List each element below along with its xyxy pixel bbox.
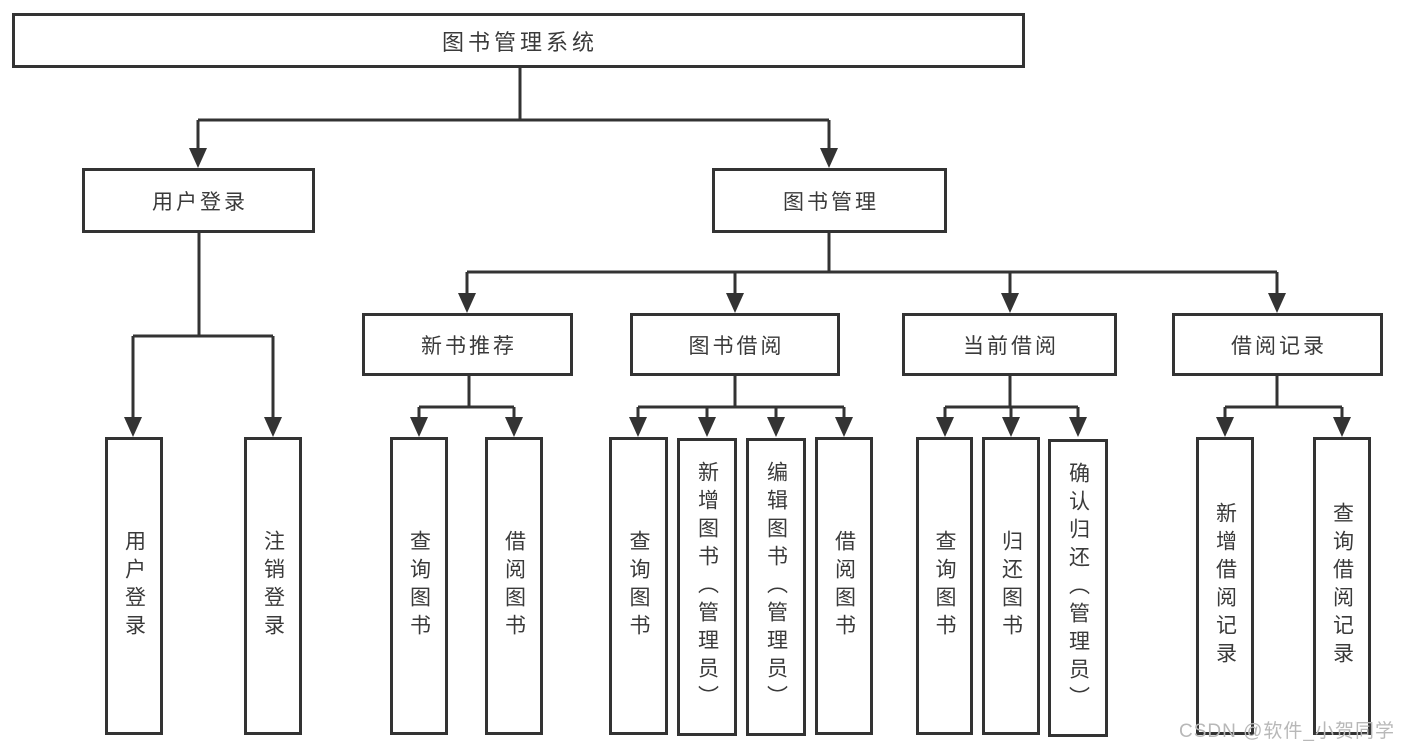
node-borrow-records: 借阅记录 [1172, 313, 1383, 376]
node-book-borrowing: 图书借阅 [630, 313, 840, 376]
leaf-confirm-return-admin: 确认归还（管理员） [1048, 439, 1108, 737]
leaf-query-books-recommend: 查询图书 [390, 437, 448, 735]
leaf-logout: 注销登录 [244, 437, 302, 735]
node-root-system: 图书管理系统 [12, 13, 1025, 68]
leaf-add-books-admin: 新增图书（管理员） [677, 438, 737, 736]
leaf-edit-books-admin: 编辑图书（管理员） [746, 438, 806, 736]
node-current-borrowing: 当前借阅 [902, 313, 1117, 376]
csdn-watermark: CSDN @软件_小贺同学 [1179, 721, 1395, 742]
leaf-user-login: 用户登录 [105, 437, 163, 735]
arrowheads [124, 148, 1351, 437]
leaf-return-books: 归还图书 [982, 437, 1040, 735]
leaf-borrow-books-recommend: 借阅图书 [485, 437, 543, 735]
node-book-management: 图书管理 [712, 168, 947, 233]
node-user-login: 用户登录 [82, 168, 315, 233]
leaf-query-books-current: 查询图书 [916, 437, 973, 735]
leaf-borrow-books: 借阅图书 [815, 437, 873, 735]
leaf-query-books-borrowing: 查询图书 [609, 437, 668, 735]
node-new-book-recommend: 新书推荐 [362, 313, 573, 376]
leaf-query-borrow-record: 查询借阅记录 [1313, 437, 1371, 735]
leaf-add-borrow-record: 新增借阅记录 [1196, 437, 1254, 735]
